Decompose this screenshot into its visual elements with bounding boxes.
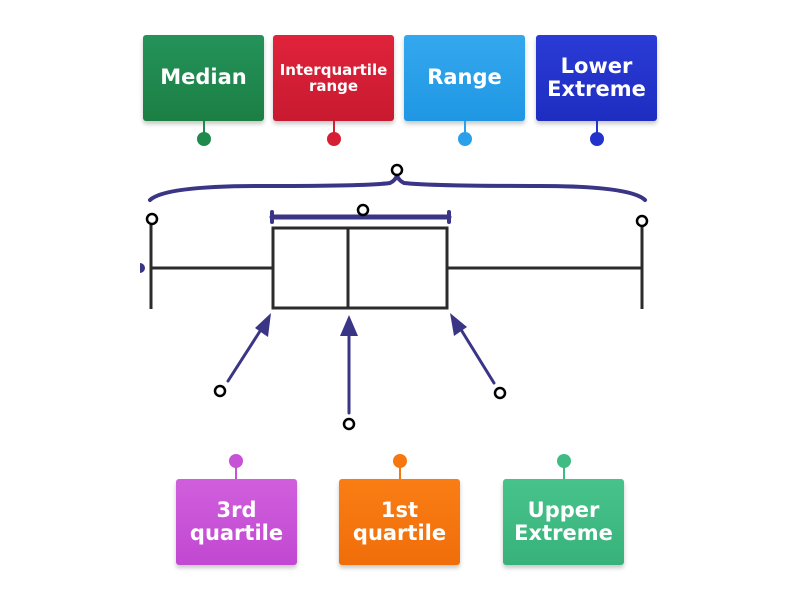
label-text: Interquartile range	[279, 60, 388, 95]
label-text: 3rd quartile	[189, 497, 284, 545]
label-text: Upper Extreme	[514, 497, 613, 545]
pin-stem	[563, 466, 565, 480]
pin-stem	[464, 121, 466, 135]
arrow-shaft	[226, 326, 264, 383]
half-dot	[140, 263, 145, 273]
drop-target-iqr[interactable]	[356, 203, 370, 217]
pin-stem	[203, 121, 205, 135]
pin-stem	[596, 121, 598, 135]
drop-target-range[interactable]	[390, 163, 404, 177]
label-tile-3rd-quartile[interactable]: 3rd quartile	[176, 479, 297, 565]
drop-target-upper-extreme[interactable]	[635, 214, 649, 228]
arrow-head	[340, 315, 358, 336]
pin-dot	[557, 454, 571, 468]
label-tile-median[interactable]: Median	[143, 35, 264, 121]
range-brace	[148, 174, 647, 202]
label-tile-interquartile-range[interactable]: Interquartile range	[273, 35, 394, 121]
pin-dot	[327, 132, 341, 146]
pin-dot	[590, 132, 604, 146]
label-tile-range[interactable]: Range	[404, 35, 525, 121]
arrow-shaft	[458, 326, 496, 385]
pin-dot	[458, 132, 472, 146]
label-text: Range	[427, 65, 502, 90]
drop-target-3rd-quartile[interactable]	[493, 386, 507, 400]
label-tile-upper-extreme[interactable]: Upper Extreme	[503, 479, 624, 565]
label-text: 1st quartile	[352, 497, 447, 545]
pin-dot	[229, 454, 243, 468]
drop-target-median[interactable]	[342, 417, 356, 431]
pin-dot	[393, 454, 407, 468]
label-text: Median	[160, 65, 247, 90]
pin-stem	[399, 466, 401, 480]
drop-target-1st-quartile[interactable]	[213, 384, 227, 398]
arrow-head	[255, 313, 271, 337]
pin-stem	[235, 466, 237, 480]
label-tile-1st-quartile[interactable]: 1st quartile	[339, 479, 460, 565]
drop-target-lower-extreme[interactable]	[145, 212, 159, 226]
label-tile-lower-extreme[interactable]: Lower Extreme	[536, 35, 657, 121]
arrow-head	[450, 313, 467, 336]
pin-stem	[333, 121, 335, 135]
label-text: Lower Extreme	[547, 53, 646, 101]
box	[271, 226, 449, 310]
pin-dot	[197, 132, 211, 146]
